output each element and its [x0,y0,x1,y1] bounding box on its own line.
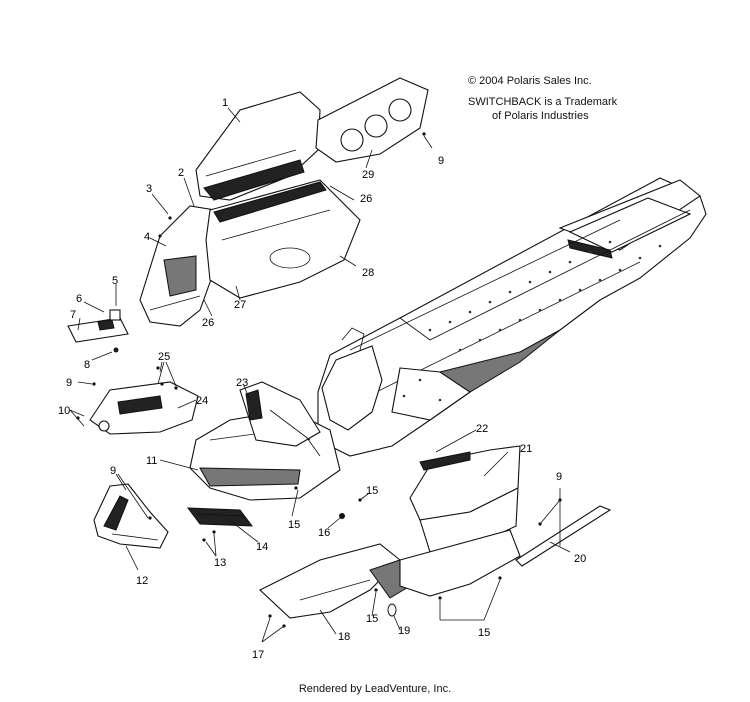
callout-14: 14 [256,541,268,553]
callout-1: 1 [222,97,228,109]
hood-part [195,91,321,201]
trademark-line: SWITCHBACK is a Trademark [468,96,618,108]
callout-2: 2 [178,167,184,179]
callout-9-left: 9 [66,377,72,389]
callout-18: 18 [338,631,350,643]
callout-23: 23 [236,377,248,389]
copyright-block: © 2004 Polaris Sales Inc. SWITCHBACK is … [468,74,628,123]
trim-strip-part [515,505,612,567]
callout-8: 8 [84,359,90,371]
footer-credit: Rendered by LeadVenture, Inc. [298,683,452,695]
callout-15-center: 15 [288,519,300,531]
callout-15-upper: 15 [366,485,378,497]
callout-3: 3 [146,183,152,195]
leader-lines [69,107,571,643]
callout-26-console: 26 [360,193,372,205]
bumper-part [93,483,169,549]
nose-pan-assembly [189,381,341,501]
lower-side-panel-part [259,529,521,619]
chassis-tunnel [317,177,707,457]
console-part [205,179,361,299]
callout-numbers: 1 2 3 4 5 6 7 8 9 9 9 9 10 11 12 13 14 1… [58,97,586,661]
callout-15-lower: 15 [366,613,378,625]
callout-24: 24 [196,395,208,407]
callout-26-panel: 26 [202,317,214,329]
callout-13: 13 [214,557,226,569]
callout-19: 19 [398,625,410,637]
callout-10: 10 [58,405,70,417]
callout-9-right: 9 [556,471,562,483]
callout-21: 21 [520,443,532,455]
copyright-line: © 2004 Polaris Sales Inc. [468,75,592,87]
callout-15-right: 15 [478,627,490,639]
bracket-parts [67,309,129,353]
fasteners [76,132,562,628]
callout-4: 4 [144,231,150,243]
callout-20: 20 [574,553,586,565]
callout-5: 5 [112,275,118,287]
footrest-panel-part [89,381,199,435]
gauge-panel-part [315,77,429,163]
callout-9-upper: 9 [438,155,444,167]
trademark-owner-line: of Polaris Industries [492,110,589,122]
callout-6: 6 [76,293,82,305]
callout-29: 29 [362,169,374,181]
callout-28: 28 [362,267,374,279]
side-panel-part [139,205,219,327]
callout-12: 12 [136,575,148,587]
callout-25: 25 [158,351,170,363]
callout-22: 22 [476,423,488,435]
callout-27: 27 [234,299,246,311]
callout-16: 16 [318,527,330,539]
callout-7: 7 [70,309,76,321]
callout-9-bumper: 9 [110,465,116,477]
callout-11: 11 [146,455,157,467]
callout-17: 17 [252,649,264,661]
grille-part [186,507,254,527]
